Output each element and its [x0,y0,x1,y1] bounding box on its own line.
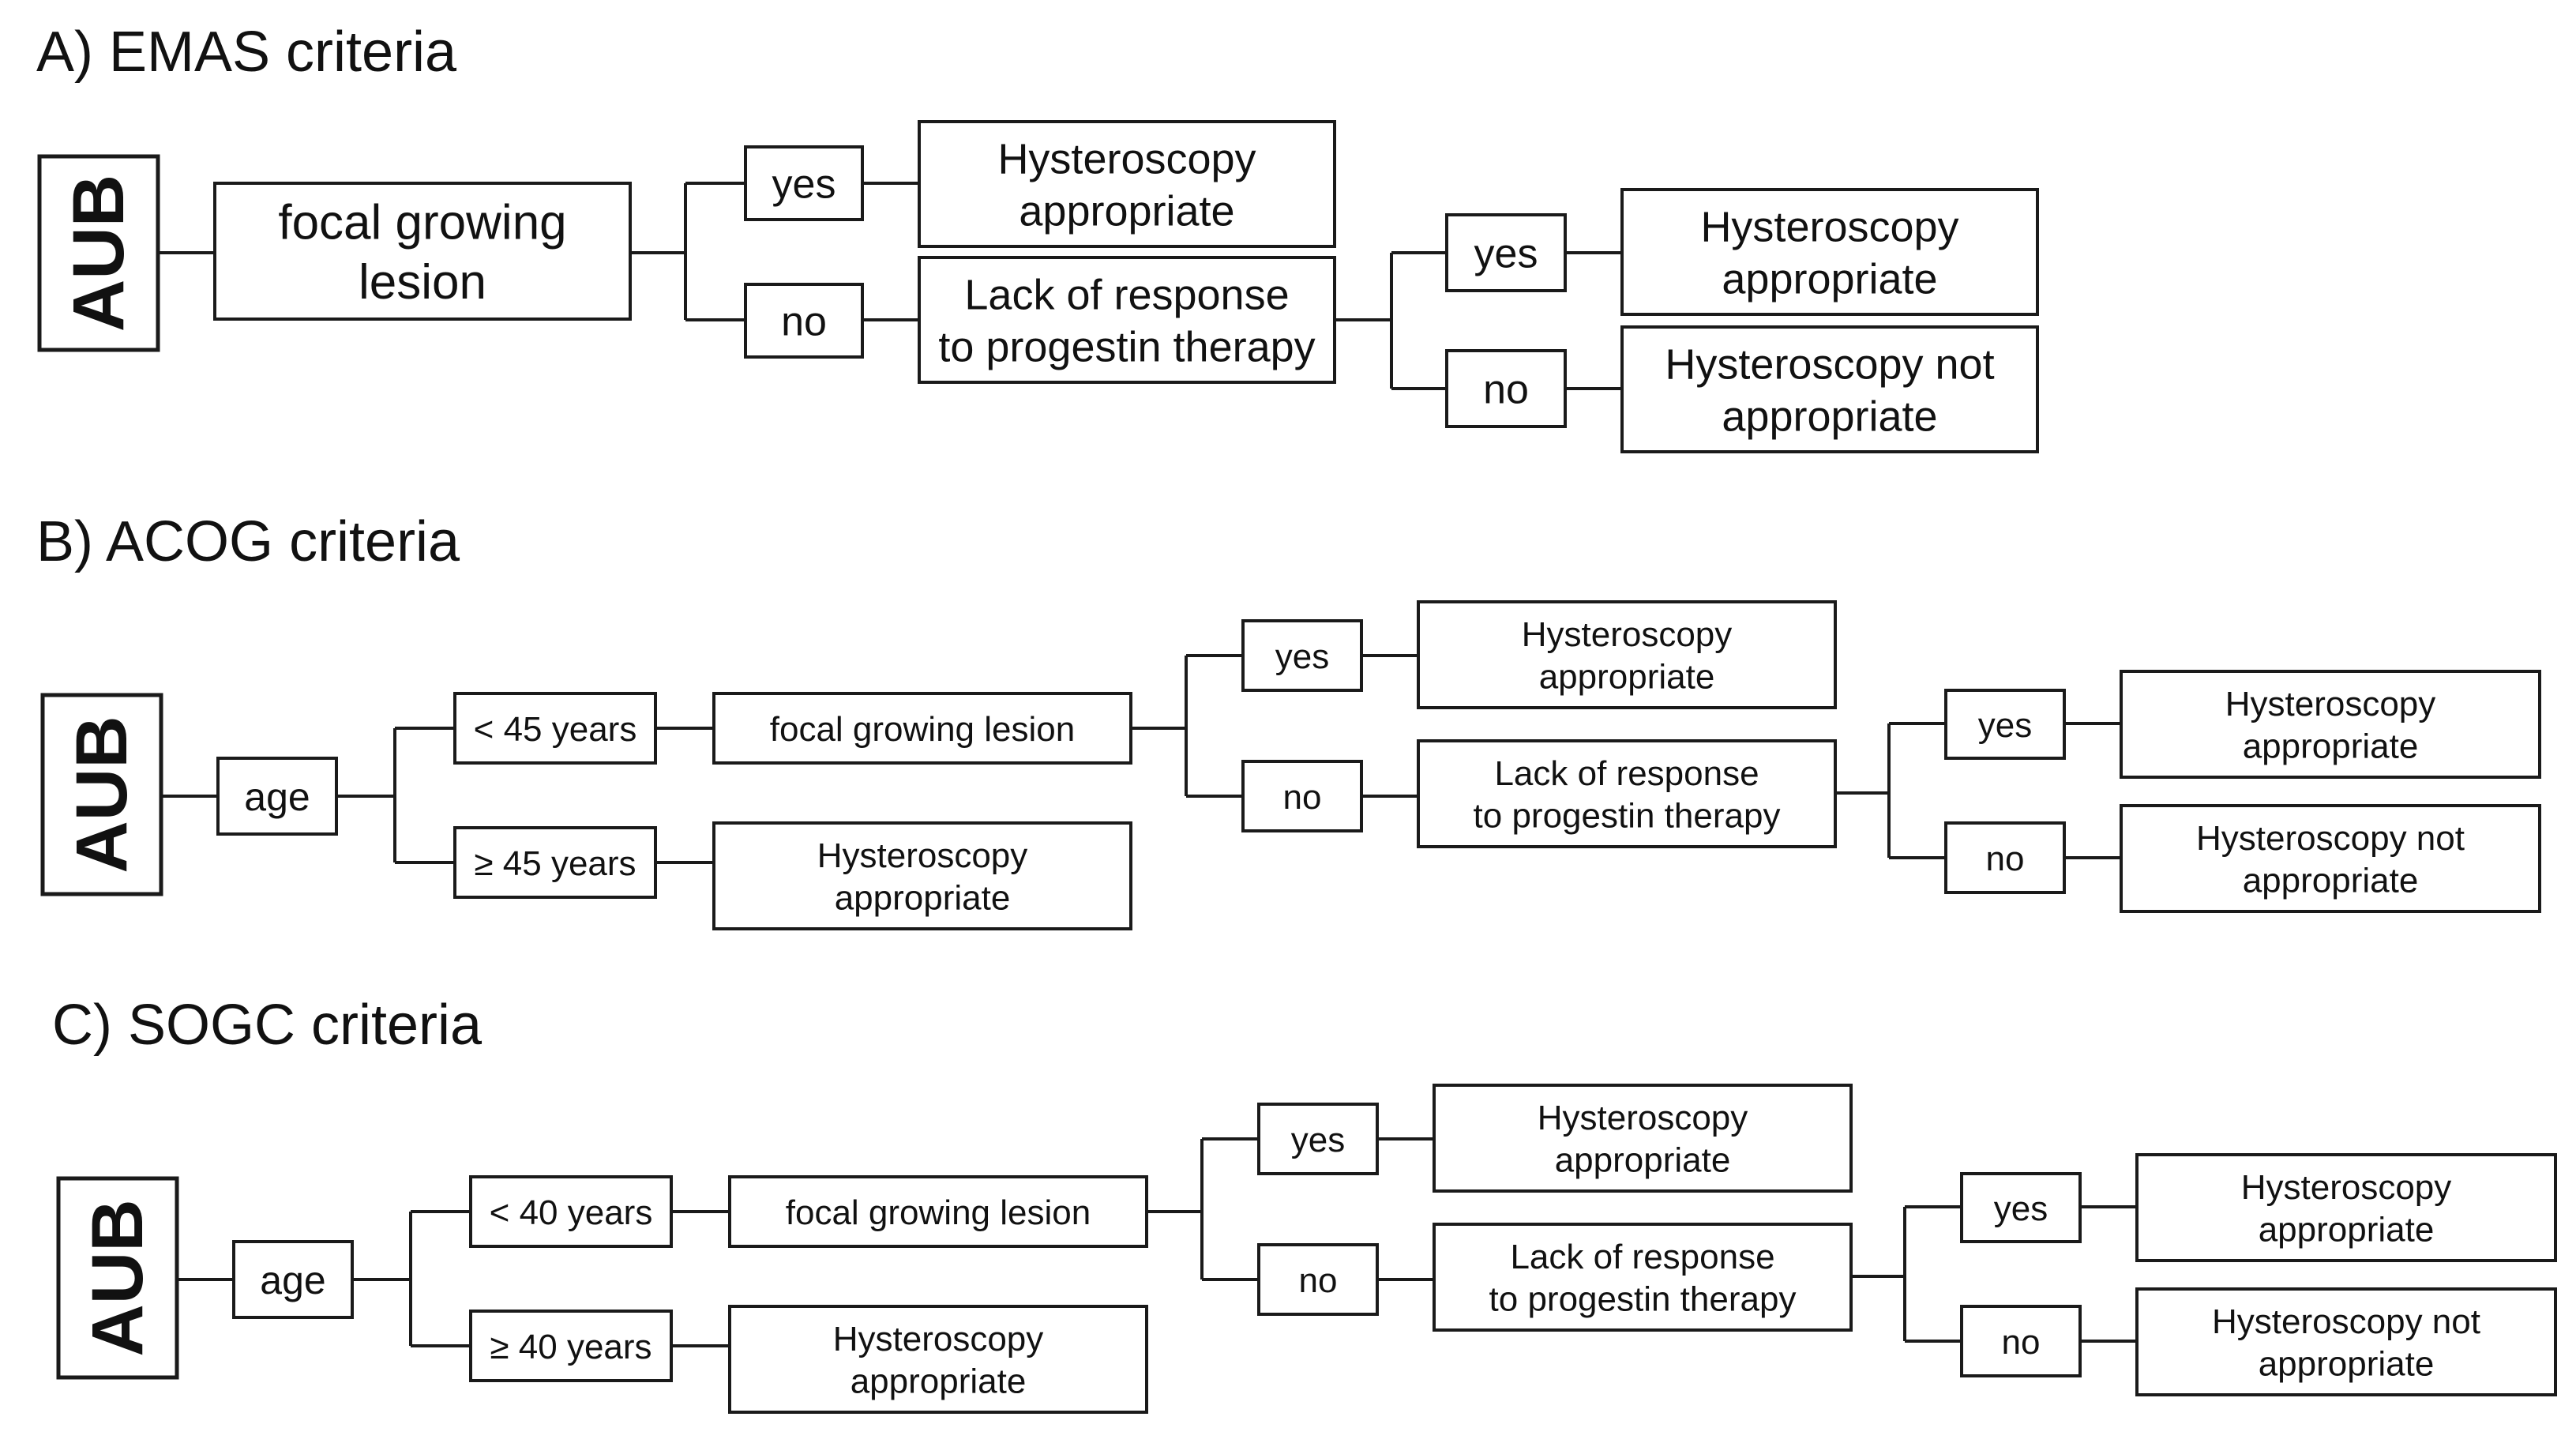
aub-label: AUB [62,716,142,873]
age-over-box-label: ≥ 40 years [490,1328,652,1366]
no-box-label: no [781,299,827,345]
outcome-yes2-box [1620,188,2039,316]
yes2-box [1445,213,1567,292]
aub-label: AUB [58,175,139,332]
age-under-box-label: < 40 years [490,1193,653,1232]
age-box-label: age [244,775,310,819]
section-title: A) EMAS criteria [36,21,457,84]
age-over-box [453,826,657,899]
age-over-box [469,1310,673,1382]
no-box-label: no [1283,778,1322,817]
age-under-box-label: < 45 years [474,710,637,749]
no2-box [1960,1305,2082,1377]
focal-lesion-box [728,1175,1148,1248]
outcome-no2-box [1620,325,2039,453]
age-over-box-label: ≥ 45 years [474,844,636,883]
no-box [744,283,864,359]
age-under-box [453,692,657,765]
outcome-yes2-box [2120,670,2541,779]
focal-lesion-box [213,182,632,321]
section-title: C) SOGC criteria [52,994,483,1057]
yes-box [1241,619,1363,692]
no2-box-label: no [2002,1323,2041,1362]
age-box-label: age [260,1258,325,1302]
age-box [216,757,338,836]
yes2-box-label: yes [1474,231,1538,277]
yes-box-label: yes [1275,637,1329,676]
yes-box [1257,1103,1379,1175]
aub-box [40,693,163,896]
outcome-yes2-box [2135,1153,2557,1262]
focal-lesion-box-label: focal growing lesion [770,710,1075,749]
aub-box [37,154,160,352]
yes2-box-label: yes [1994,1189,2048,1228]
outcome-yes-box [1433,1084,1853,1193]
outcome-yes-box [918,120,1336,248]
no2-box-label: no [1483,367,1529,413]
yes2-box-label: yes [1978,706,2032,745]
outcome-no2-box [2120,804,2541,913]
no-box [1241,760,1363,832]
progestin-box [1433,1223,1853,1332]
no-box-label: no [1299,1261,1338,1300]
outcome-no2-box [2135,1287,2557,1396]
yes-box-label: yes [772,162,836,208]
no2-box-label: no [1986,840,2025,878]
section-title: B) ACOG criteria [36,510,460,573]
yes2-box [1960,1172,2082,1243]
aub-label: AUB [77,1199,158,1356]
outcome-age-over-box [712,821,1132,930]
outcome-yes-box [1417,600,1837,709]
focal-lesion-box-label: focal growing lesion [786,1193,1091,1232]
focal-lesion-box [712,692,1132,765]
progestin-box [1417,739,1837,848]
outcome-age-over-box [728,1305,1148,1414]
yes-box-label: yes [1291,1121,1345,1159]
no2-box [1445,349,1567,428]
progestin-box [918,256,1336,384]
no2-box [1944,821,2066,894]
